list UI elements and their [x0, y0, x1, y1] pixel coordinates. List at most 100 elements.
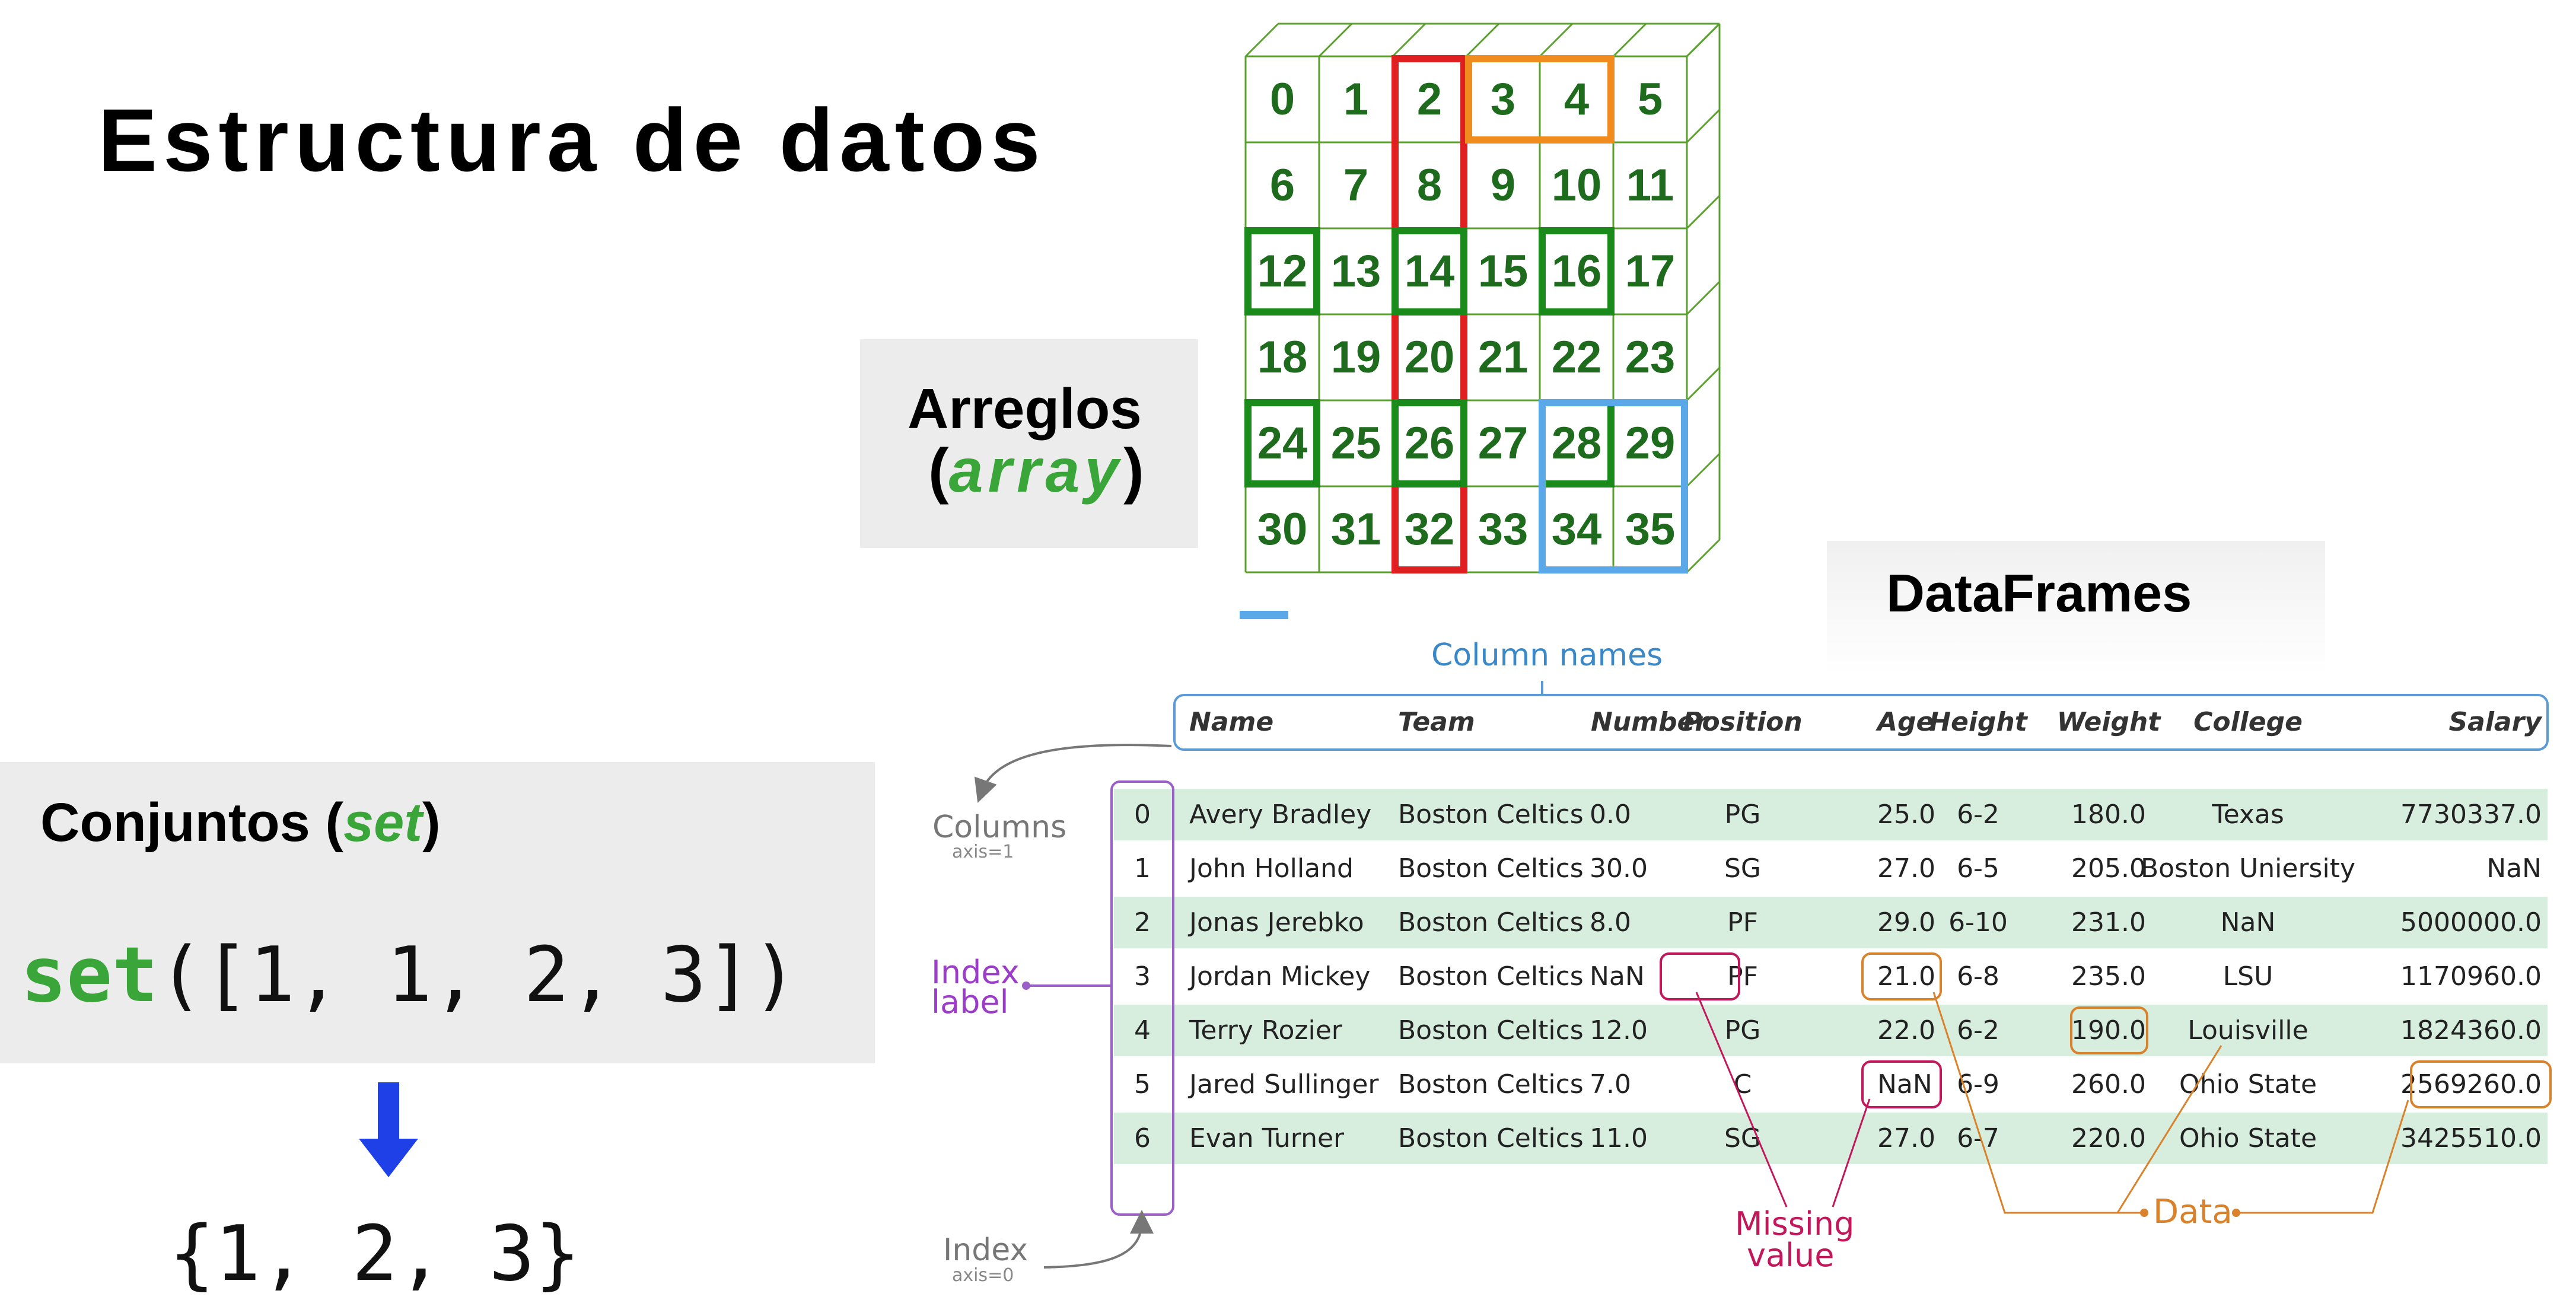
- data-cell: 2569260.0: [2400, 1069, 2542, 1100]
- column-header: Weight: [2057, 707, 2161, 737]
- index-axis-annotation: axis=0: [952, 1265, 1014, 1286]
- data-annotation: Data: [2153, 1193, 2233, 1231]
- page-title: Estructura de datos: [98, 90, 1046, 190]
- data-cell: LSU: [2223, 961, 2273, 992]
- columns-arrow: [974, 744, 1172, 803]
- grid-cell-number: 14: [1405, 246, 1455, 297]
- sets-title-word: Conjuntos: [40, 792, 310, 853]
- data-highlight: [2070, 1006, 2148, 1054]
- grid-cell-number: 8: [1417, 160, 1442, 211]
- highlight-cell-green: [1539, 227, 1615, 316]
- grid-cell-number: 15: [1478, 246, 1529, 297]
- missing-annotation-line2: value: [1747, 1237, 1835, 1274]
- data-cell: 27.0: [1877, 1123, 1935, 1154]
- grid-cell-number: 11: [1626, 160, 1674, 211]
- arrays-title: Arreglos: [908, 377, 1142, 441]
- row-stripe: [1114, 1005, 2548, 1056]
- highlight-cell-green: [1244, 227, 1320, 316]
- grid-cell-number: 28: [1552, 418, 1602, 469]
- index-value: 2: [1134, 907, 1151, 938]
- row-stripe: [1114, 789, 2548, 840]
- data-cell: PF: [1727, 907, 1758, 938]
- grid-cell-number: 9: [1491, 160, 1515, 211]
- data-cell: PF: [1727, 961, 1758, 992]
- column-header: Position: [1683, 707, 1802, 737]
- data-cell: 235.0: [2071, 961, 2146, 992]
- grid-cell-number: 1: [1343, 74, 1368, 125]
- data-cell: 7730337.0: [2400, 799, 2542, 830]
- index-value: 0: [1134, 799, 1151, 830]
- grid-cell-number: 7: [1343, 160, 1368, 211]
- data-cell: 1170960.0: [2400, 961, 2542, 992]
- data-cell: 5000000.0: [2400, 907, 2542, 938]
- set-result: {1, 2, 3}: [169, 1210, 581, 1298]
- arrays-keyword: array: [948, 436, 1124, 505]
- data-cell: 6-10: [1948, 907, 2008, 938]
- grid-cell-number: 10: [1552, 160, 1602, 211]
- grid-depth-line: [1686, 195, 1721, 230]
- column-header: Age: [1876, 707, 1934, 737]
- grid-depth-line: [1686, 538, 1721, 573]
- grid-cell-number: 35: [1625, 504, 1676, 555]
- grid-depth-line: [1686, 281, 1721, 316]
- data-cell: Ohio State: [2179, 1123, 2317, 1154]
- data-cell: 7.0: [1590, 1069, 1631, 1100]
- grid-cell-number: 34: [1552, 504, 1602, 555]
- index-annotation: Index: [943, 1232, 1028, 1268]
- data-cell: 0.0: [1590, 799, 1631, 830]
- data-cell: Boston Celtics: [1398, 853, 1584, 884]
- index-label-annotation-line2: label: [931, 983, 1009, 1021]
- data-cell: 30.0: [1590, 853, 1648, 884]
- data-cell: Jared Sullinger: [1187, 1069, 1379, 1100]
- grid-cell-number: 22: [1552, 332, 1602, 383]
- data-cell: Ohio State: [2179, 1069, 2317, 1100]
- missing-line-age: [1832, 1098, 1871, 1207]
- data-cell: 27.0: [1877, 853, 1935, 884]
- data-highlight: [1861, 952, 1942, 1000]
- data-cell: PG: [1725, 799, 1761, 830]
- grid-cell-number: 12: [1257, 246, 1308, 297]
- data-cell: 29.0: [1877, 907, 1935, 938]
- data-cell: Terry Rozier: [1189, 1015, 1343, 1046]
- data-cell: Texas: [2211, 799, 2284, 830]
- grid-cell-number: 21: [1478, 332, 1529, 383]
- data-highlight: [2410, 1060, 2552, 1108]
- index-label-annotation-line1: Index: [931, 954, 1020, 991]
- data-cell: NaN: [2486, 853, 2542, 884]
- data-cell: NaN: [1590, 961, 1645, 992]
- grid-cell-number: 23: [1625, 332, 1676, 383]
- data-cell: Boston Celtics: [1398, 1069, 1584, 1100]
- column-header: Height: [1929, 707, 2029, 737]
- grid-cell-number: 31: [1331, 504, 1381, 555]
- data-cell: 6-5: [1957, 853, 1999, 884]
- dataframes-title: DataFrames: [1886, 564, 2192, 623]
- data-cell: John Holland: [1187, 853, 1354, 884]
- grid-cell-number: 25: [1331, 418, 1381, 469]
- grid-cell-number: 33: [1478, 504, 1529, 555]
- row-stripe: [1114, 1113, 2548, 1164]
- grid-cell-number: 5: [1638, 74, 1663, 125]
- highlight-row-orange: [1465, 55, 1615, 144]
- grid-cell-number: 18: [1257, 332, 1308, 383]
- column-header: College: [2193, 707, 2303, 737]
- data-cell: 21.0: [1877, 961, 1935, 992]
- index-value: 4: [1134, 1015, 1151, 1046]
- data-cell: Boston Uniersity: [2141, 853, 2355, 884]
- grid-cell-number: 24: [1257, 418, 1308, 469]
- set-code-keyword: set: [21, 931, 158, 1019]
- data-cell: 8.0: [1590, 907, 1631, 938]
- arrays-keyword-line: (array): [928, 436, 1144, 506]
- columns-axis-annotation: axis=1: [952, 842, 1014, 862]
- grid-highlights: [1244, 55, 1688, 573]
- sets-box: [0, 762, 875, 1063]
- data-cell: Jonas Jerebko: [1187, 907, 1364, 938]
- dataframes-label-box: [1827, 541, 2325, 676]
- grid-cell-number: 17: [1625, 246, 1676, 297]
- grid-cell-number: 32: [1405, 504, 1455, 555]
- data-cell: Boston Celtics: [1398, 799, 1584, 830]
- grid-depth-line: [1392, 23, 1426, 58]
- grid-cell-number: 20: [1405, 332, 1455, 383]
- data-cell: 180.0: [2071, 799, 2146, 830]
